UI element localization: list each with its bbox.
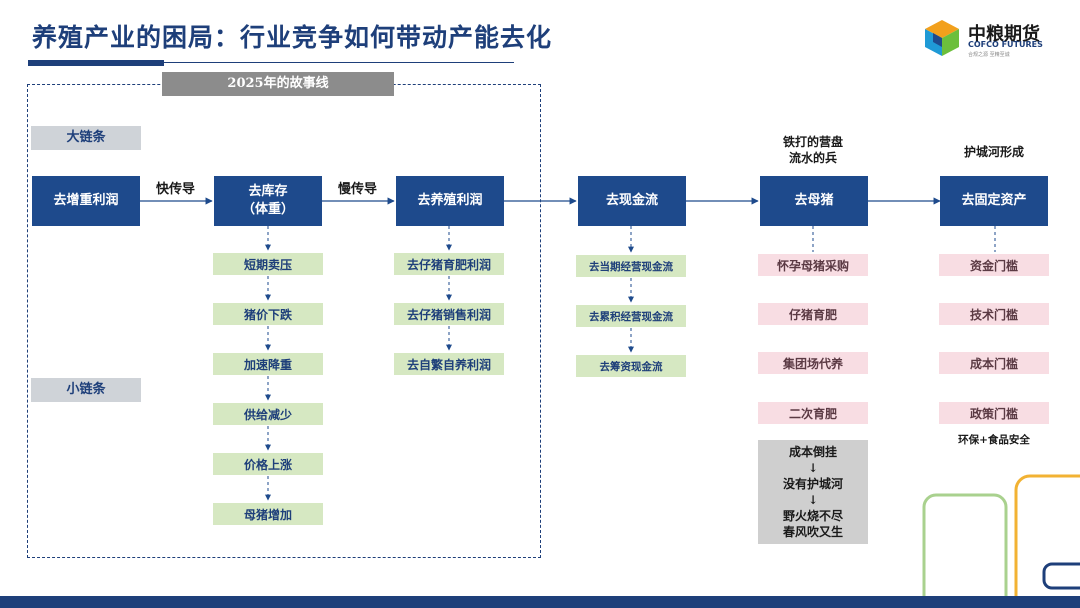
fast-transmission-label: 快传导 — [156, 182, 196, 197]
logo-english-name: COFCO FUTURES — [968, 40, 1043, 49]
cash-flow-item: 去累积经营现金流 — [576, 305, 686, 327]
sow-stage-note: 铁打的营盘 流水的兵 — [782, 135, 843, 165]
policy-barrier-note: 环保+食品安全 — [958, 434, 1030, 446]
title-underline — [164, 62, 514, 63]
chain-line: 春风吹又生 — [782, 525, 843, 539]
stage-remove-weight-profit: 去增重利润 — [32, 176, 140, 226]
breeding-profit-item: 去仔猪销售利润 — [394, 303, 504, 325]
breeding-profit-item: 去自繁自养利润 — [394, 353, 504, 375]
chain-arrow: ↓ — [807, 461, 819, 475]
chain-line: 成本倒挂 — [788, 445, 837, 459]
breeding-profit-item: 去仔猪育肥利润 — [394, 253, 504, 275]
sow-reduction-item: 二次育肥 — [758, 402, 868, 424]
footer-bar — [0, 596, 1080, 608]
sow-reduction-item: 集团场代养 — [758, 352, 868, 374]
cash-flow-item: 去当期经营现金流 — [576, 255, 686, 277]
destocking-step: 猪价下跌 — [213, 303, 323, 325]
sow-reduction-item: 仔猪育肥 — [758, 303, 868, 325]
stage-remove-sows: 去母猪 — [760, 176, 868, 226]
no-moat-chain-box: 成本倒挂 ↓ 没有护城河 ↓ 野火烧不尽 春风吹又生 — [758, 440, 868, 544]
big-chain-label: 大链条 — [31, 126, 141, 150]
barrier-item: 资金门槛 — [939, 254, 1049, 276]
chain-line: 野火烧不尽 — [782, 509, 843, 523]
logo-chinese-name: 中粮期货 — [968, 24, 1040, 45]
sow-reduction-item: 怀孕母猪采购 — [758, 254, 868, 276]
slow-transmission-label: 慢传导 — [338, 182, 378, 197]
chain-line: 没有护城河 — [782, 477, 843, 491]
barrier-item: 政策门槛 — [939, 402, 1049, 424]
logo-slogan: 合规之源 至精至诚 — [968, 52, 1010, 58]
stage-remove-cash-flow: 去现金流 — [578, 176, 686, 226]
destocking-step: 短期卖压 — [213, 253, 323, 275]
destocking-step: 母猪增加 — [213, 503, 323, 525]
destocking-step: 供给减少 — [213, 403, 323, 425]
fixed-asset-stage-note: 护城河形成 — [963, 145, 1024, 159]
cofco-logo-icon — [925, 20, 959, 56]
destocking-step: 加速降重 — [213, 353, 323, 375]
title-underline-accent — [28, 60, 164, 66]
chain-arrow: ↓ — [807, 493, 819, 507]
stage-destocking: 去库存 （体重） — [214, 176, 322, 226]
cash-flow-item: 去筹资现金流 — [576, 355, 686, 377]
page-title: 养殖产业的困局：行业竞争如何带动产能去化 — [32, 23, 553, 52]
destocking-step: 价格上涨 — [213, 453, 323, 475]
barrier-item: 技术门槛 — [939, 303, 1049, 325]
barrier-item: 成本门槛 — [939, 352, 1049, 374]
small-chain-label: 小链条 — [31, 378, 141, 402]
stage-remove-breeding-profit: 去养殖利润 — [396, 176, 504, 226]
storyline-label: 2025年的故事线 — [162, 72, 394, 96]
stage-remove-fixed-assets: 去固定资产 — [940, 176, 1048, 226]
